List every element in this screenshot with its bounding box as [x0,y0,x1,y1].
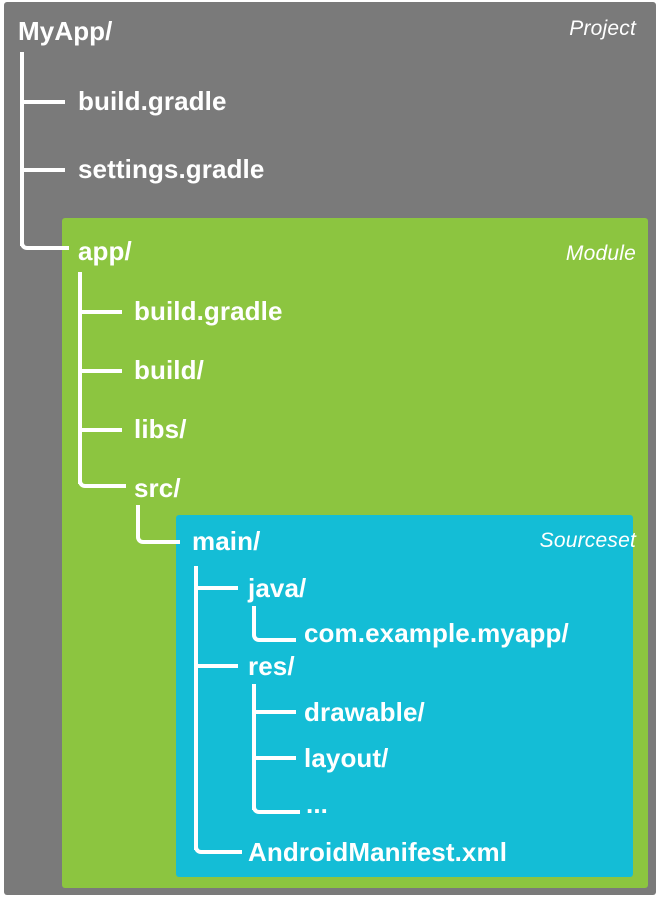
node-label-res: res/ [248,651,295,681]
connector-elbow-package [252,606,296,642]
node-label-build-gradle: build.gradle [78,86,227,116]
node-label-layout: layout/ [304,743,389,773]
connector-branch-layout [252,756,296,760]
connector-trunk-sourceset [194,566,198,850]
node-label-main: main/ [192,526,261,556]
connector-trunk-module [78,272,82,484]
connector-branch-app-libs [78,428,122,432]
node-label-app-build-gradle: build.gradle [134,296,283,326]
connector-branch-java [194,586,238,590]
connector-branch-build-gradle [20,100,65,104]
node-label-drawable: drawable/ [304,697,425,727]
node-label-root: MyApp/ [18,16,113,46]
node-label-settings-gradle: settings.gradle [78,154,265,184]
connector-branch-app-build [78,369,122,373]
connector-elbow-app [20,200,69,250]
connector-elbow-app-src [78,440,126,488]
connector-trunk-project [20,52,24,246]
node-label-app-src: src/ [134,473,181,503]
connector-elbow-more [252,766,300,814]
scope-label-sourceset: Sourceset [539,529,636,552]
node-label-app-libs: libs/ [134,414,187,444]
scope-label-module: Module [565,242,636,265]
scope-label-project: Project [569,17,636,40]
connector-elbow-main [136,505,180,544]
node-label-manifest: AndroidManifest.xml [248,837,508,867]
connector-trunk-res [252,684,256,810]
node-label-app-build: build/ [134,355,204,385]
node-label-more: ... [306,789,328,819]
connector-elbow-manifest [194,806,242,854]
node-label-java: java/ [248,573,307,603]
connector-branch-app-build-gradle [78,310,122,314]
scope-panel-sourceset [176,515,633,877]
node-label-app: app/ [78,236,132,266]
connector-branch-res [194,664,238,668]
connector-branch-drawable [252,710,296,714]
node-label-package: com.example.myapp/ [304,618,569,648]
connector-branch-settings-gradle [20,168,65,172]
